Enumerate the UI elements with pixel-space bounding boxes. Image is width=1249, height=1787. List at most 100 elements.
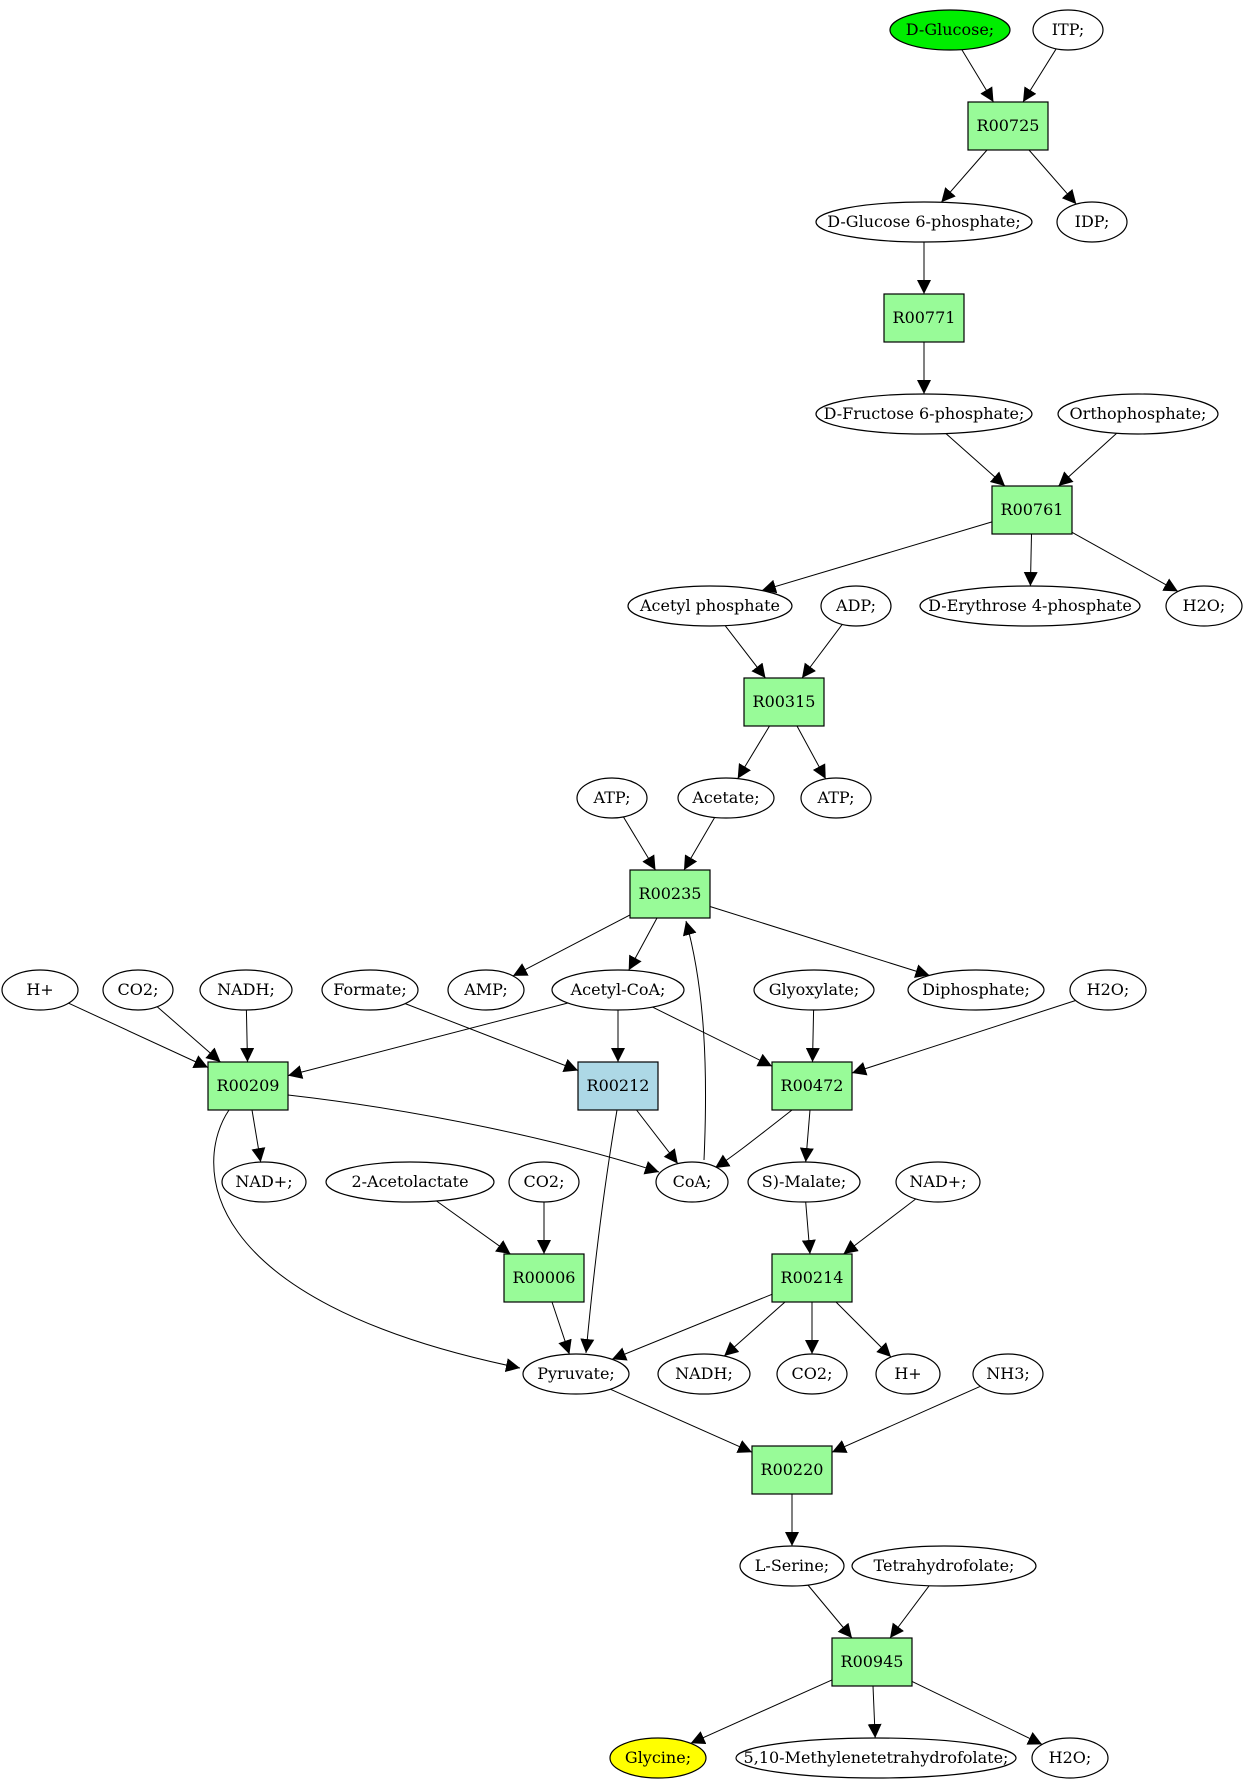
- node-label: H2O;: [1049, 1748, 1092, 1767]
- edge-h2o2-to-r00472: [851, 1000, 1076, 1076]
- compound-ellipse: [907, 969, 1045, 1011]
- node-label: Acetate;: [691, 788, 759, 807]
- edge-r00212-to-coa: [636, 1109, 679, 1164]
- compound-ellipse: [1057, 393, 1219, 435]
- compound-ellipse: [1031, 1737, 1109, 1779]
- compound-node-acp: Acetyl phosphate: [627, 585, 793, 627]
- edge-r00214-to-nadh2: [723, 1301, 786, 1357]
- reaction-node-r00214: R00214: [771, 1253, 853, 1303]
- compound-node-atp2: ATP;: [800, 777, 872, 819]
- compound-ellipse: [875, 1353, 941, 1395]
- compound-node-methf: 5,10-Methylenetetrahydrofolate;: [735, 1737, 1017, 1779]
- compound-ellipse: [609, 1737, 707, 1779]
- node-label: NADH;: [217, 980, 275, 999]
- compound-node-nh3: NH3;: [972, 1353, 1044, 1395]
- node-label: Orthophosphate;: [1070, 404, 1207, 423]
- compound-ellipse: [1, 969, 79, 1011]
- compound-ellipse: [747, 1161, 861, 1203]
- edge-r00209-to-nad1: [251, 1109, 266, 1163]
- compound-ellipse: [522, 1353, 630, 1395]
- edge-r00725-to-idp: [1028, 149, 1077, 205]
- node-label: D-Glucose 6-phosphate;: [827, 212, 1020, 231]
- edge-ser-to-r00945: [807, 1584, 853, 1639]
- node-label: 5,10-Methylenetetrahydrofolate;: [744, 1748, 1009, 1767]
- node-label: S)-Malate;: [762, 1172, 846, 1191]
- edge-pyr-to-r00220: [610, 1388, 753, 1453]
- compound-node-adp: ADP;: [820, 585, 892, 627]
- node-label: R00212: [587, 1076, 650, 1095]
- edge-r00761-to-acp: [761, 521, 993, 594]
- compound-ellipse: [677, 777, 775, 819]
- reaction-node-r00315: R00315: [743, 677, 825, 727]
- edge-accoa-to-r00209: [287, 1002, 569, 1079]
- compound-node-co2c: CO2;: [776, 1353, 848, 1395]
- compound-node-f6p: D-Fructose 6-phosphate;: [815, 393, 1033, 435]
- node-label: R00235: [639, 884, 702, 903]
- compound-node-gly: Glycine;: [609, 1737, 707, 1779]
- reaction-box: [629, 869, 711, 919]
- edge-thf-to-r00945: [889, 1585, 930, 1639]
- compound-ellipse: [889, 9, 1011, 51]
- node-label: IDP;: [1075, 212, 1110, 231]
- compound-ellipse: [1032, 9, 1104, 51]
- compound-ellipse: [655, 1161, 729, 1203]
- edge-glc-to-r00725: [961, 49, 994, 103]
- node-label: ADP;: [835, 596, 876, 615]
- reaction-node-r00945: R00945: [831, 1637, 913, 1687]
- edge-nh3-to-r00220: [831, 1385, 981, 1453]
- compound-node-formate: Formate;: [321, 969, 419, 1011]
- compound-ellipse: [199, 969, 293, 1011]
- edge-acetolac-to-r00006: [436, 1200, 511, 1255]
- compound-node-atp1: ATP;: [576, 777, 648, 819]
- compound-node-pi: Orthophosphate;: [1057, 393, 1219, 435]
- node-label: R00209: [217, 1076, 280, 1095]
- compound-node-acetate: Acetate;: [677, 777, 775, 819]
- edge-r00472-to-coa: [714, 1109, 793, 1169]
- node-label: R00771: [893, 308, 956, 327]
- reaction-box: [743, 677, 825, 727]
- node-label: Tetrahydrofolate;: [874, 1556, 1015, 1575]
- compound-node-ser: L-Serine;: [739, 1545, 845, 1587]
- edge-r00235-to-amp: [512, 914, 631, 977]
- edge-r00761-to-h2o1: [1071, 531, 1179, 592]
- node-label: AMP;: [463, 980, 508, 999]
- compound-ellipse: [851, 1545, 1037, 1587]
- compound-node-co2b: CO2;: [508, 1161, 580, 1203]
- reaction-node-r00220: R00220: [751, 1445, 833, 1495]
- compound-node-idp: IDP;: [1056, 201, 1128, 243]
- compound-node-h2o1: H2O;: [1165, 585, 1243, 627]
- node-label: Acetyl-CoA;: [570, 980, 666, 999]
- compound-ellipse: [321, 969, 419, 1011]
- edge-r00006-to-pyr: [551, 1301, 572, 1355]
- compound-ellipse: [972, 1353, 1044, 1395]
- edge-r00209-to-coa: [287, 1094, 660, 1175]
- node-label: L-Serine;: [755, 1556, 829, 1575]
- edge-r00315-to-atp2: [796, 725, 827, 780]
- node-label: Pyruvate;: [537, 1364, 615, 1383]
- reaction-box: [503, 1253, 585, 1303]
- compound-ellipse: [551, 969, 685, 1011]
- edge-malate-to-r00214: [801, 1201, 816, 1255]
- node-label: Acetyl phosphate: [639, 596, 780, 615]
- reaction-node-r00209: R00209: [207, 1061, 289, 1111]
- node-label: R00945: [841, 1652, 904, 1671]
- node-label: ATP;: [593, 788, 631, 807]
- compound-node-e4p: D-Erythrose 4-phosphate: [919, 585, 1141, 627]
- node-label: CO2;: [118, 980, 159, 999]
- edges-layer: [68, 48, 1179, 1745]
- node-label: H2O;: [1087, 980, 1130, 999]
- edge-r00235-to-accoa: [628, 917, 658, 971]
- node-label: CoA;: [673, 1172, 712, 1191]
- edge-glyox-to-r00472: [805, 1009, 820, 1063]
- edge-r00235-to-ppi: [709, 906, 930, 978]
- edge-adp-to-r00315: [801, 624, 843, 679]
- reaction-box: [771, 1253, 853, 1303]
- node-label: NADH;: [675, 1364, 733, 1383]
- node-label: R00761: [1001, 500, 1064, 519]
- edge-coa-to-r00235: [682, 920, 707, 1161]
- node-label: ATP;: [817, 788, 855, 807]
- compound-node-ppi: Diphosphate;: [907, 969, 1045, 1011]
- reaction-box: [883, 293, 965, 343]
- reaction-node-r00771: R00771: [883, 293, 965, 343]
- edge-r00945-to-methf: [867, 1685, 882, 1739]
